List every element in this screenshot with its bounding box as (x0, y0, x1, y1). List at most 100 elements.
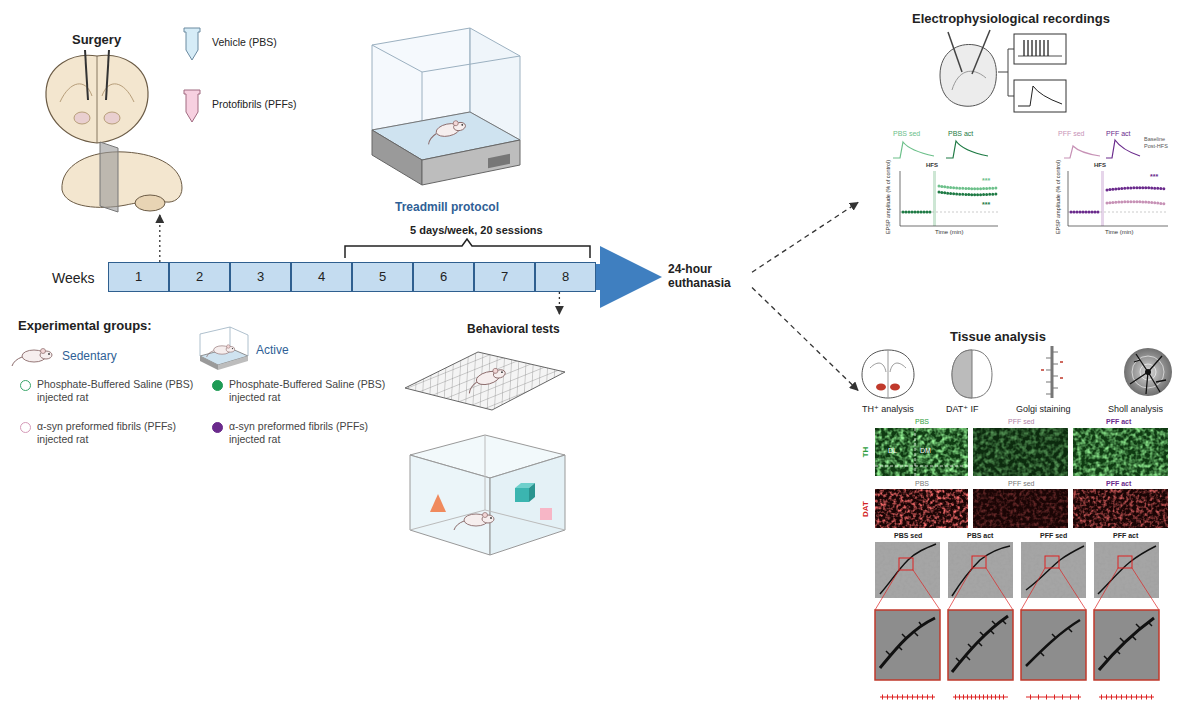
column-label: PFF sed (1008, 480, 1034, 488)
th-micrographs (973, 428, 1068, 476)
behavior-illustration (515, 488, 529, 502)
behavior-illustration (529, 483, 535, 502)
legend-text: α-syn preformed fibrils (PFFs) injected … (229, 420, 401, 446)
axis-label: Time (min) (935, 229, 963, 236)
golgi-micrographs (886, 622, 922, 655)
ephys-illustration (903, 211, 931, 214)
week-number: 6 (440, 269, 447, 285)
dat-micrographs (875, 489, 1168, 528)
treadmill-illustration (422, 140, 520, 185)
golgi-micrographs (880, 544, 936, 594)
week-number: 8 (562, 269, 569, 285)
method-label: Golgi staining (1016, 404, 1071, 415)
treadmill-illustration (372, 45, 520, 72)
golgi-micrographs (1118, 556, 1132, 568)
ephys-illustration (900, 212, 998, 213)
golgi-micrographs (875, 542, 1159, 697)
trace-label: PFF sed (1058, 130, 1084, 138)
golgi-micrographs (880, 697, 935, 698)
week-number: 4 (318, 269, 325, 285)
axis-label: EPSP amplitude (% of control) (885, 160, 892, 234)
tissue-icons (952, 350, 972, 398)
dat-micrographs (973, 489, 1068, 528)
surgery-illustration (60, 84, 134, 102)
ephys-illustration (893, 30, 1168, 226)
golgi-micrographs (1021, 542, 1086, 598)
behavior-panel: Behavioral tests (395, 314, 570, 560)
ephys-illustration (1014, 34, 1066, 64)
treadmill-illustration (488, 154, 510, 168)
axis-label: EPSP amplitude (% of control) (1055, 160, 1062, 234)
tissue-icons (1041, 362, 1063, 378)
connector-arrow (752, 202, 858, 272)
ephys-illustration (1107, 188, 1166, 190)
significance-mark: *** (982, 177, 990, 185)
connector-arrow (159, 215, 160, 262)
golgi-micrographs (948, 610, 1013, 680)
column-label: PFF sed (1008, 418, 1034, 426)
column-label: PFF sed (1040, 532, 1067, 540)
behavior-illustration (454, 513, 494, 531)
golgi-micrographs (952, 546, 1010, 596)
week-number: 7 (501, 269, 508, 285)
golgi-micrographs (1045, 556, 1059, 568)
surgery-illustration (85, 50, 88, 100)
ephys-illustration (998, 49, 1014, 96)
ephys-illustration (1068, 212, 1168, 213)
th-micrographs (875, 428, 968, 476)
surgery-illustration (100, 142, 118, 212)
golgi-micrographs (1101, 695, 1153, 700)
tissue-icons (870, 350, 906, 398)
connector-arrow (559, 292, 560, 314)
golgi-micrographs (1099, 697, 1154, 698)
timeline-arrow (345, 239, 662, 308)
region-label: DL (888, 447, 897, 455)
golgi-micrographs (1026, 697, 1081, 698)
legend-text: Phosphate-Buffered Saline (PBS) injected… (229, 378, 401, 404)
golgi-micrographs (955, 695, 1006, 700)
panel-title: Treadmill protocol (395, 200, 499, 214)
week-box: 7 (474, 262, 535, 292)
ephys-illustration (1106, 140, 1140, 158)
legend-text: Phosphate-Buffered Saline (PBS) injected… (37, 378, 209, 404)
surgery-illustration (46, 28, 200, 212)
trace-key: Baseline (1144, 136, 1165, 143)
endpoint-label: 24-hour euthanasia (668, 262, 748, 291)
th-micrographs (875, 428, 1168, 476)
week-box: 8 (535, 262, 596, 292)
protocol-note: 5 days/week, 20 sessions (410, 224, 543, 237)
tissue-icons (876, 384, 886, 391)
week-number: 1 (135, 269, 142, 285)
golgi-micrographs (875, 570, 940, 610)
ephys-illustration (940, 44, 996, 106)
timeline-arrow (596, 246, 662, 308)
behavior-illustration (410, 455, 490, 555)
golgi-micrographs (972, 556, 986, 568)
behavior-illustration (490, 455, 565, 555)
region-label: DM (920, 447, 931, 455)
week-box: 4 (291, 262, 352, 292)
stimulus-label: HFS (926, 162, 938, 169)
behavior-illustration (405, 352, 565, 410)
golgi-micrographs (875, 610, 940, 680)
ephys-illustration (1018, 40, 1062, 56)
golgi-micrographs (1021, 568, 1086, 610)
legend-item: Phosphate-Buffered Saline (PBS) injected… (20, 378, 209, 404)
tissue-icons (952, 350, 992, 398)
th-micrographs (875, 466, 968, 467)
group-name: Sedentary (62, 349, 117, 363)
trace-label: PBS sed (893, 130, 920, 138)
golgi-micrographs (1030, 695, 1080, 700)
golgi-micrographs (1094, 542, 1159, 598)
behavior-illustration (485, 435, 486, 510)
column-label: PFF act (1113, 532, 1138, 540)
tube-label: Protofibrils (PFFs) (212, 98, 297, 111)
column-label: PBS act (967, 532, 993, 540)
trace-label: PFF act (1106, 130, 1131, 138)
golgi-micrographs (1098, 546, 1156, 594)
method-label: DAT⁺ IF (946, 404, 979, 415)
surgery-illustration (97, 56, 98, 143)
axis-label: Time (min) (1105, 229, 1133, 236)
tissue-icons (1051, 346, 1054, 398)
